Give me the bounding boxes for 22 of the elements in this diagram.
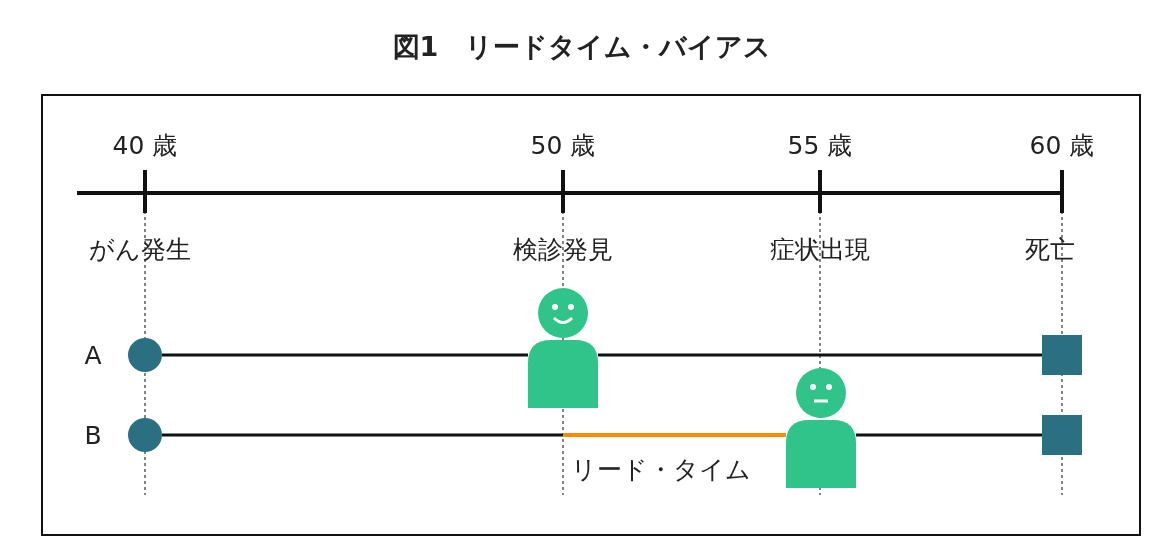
timeline-line (162, 353, 528, 357)
age-label: 50 歳 (530, 133, 596, 158)
smiling-person-icon (528, 288, 598, 408)
row-label: B (84, 423, 102, 448)
event-label: 死亡 (1025, 237, 1075, 262)
timeline-line (856, 433, 1042, 437)
event-label: 症状出現 (770, 237, 870, 262)
end-square (1042, 335, 1082, 375)
age-label: 40 歳 (112, 133, 178, 158)
figure-title: 図1 リードタイム・バイアス (392, 33, 772, 60)
neutral-person-icon (786, 368, 856, 488)
edge-label: リード・タイム (571, 457, 751, 482)
timeline-line (598, 353, 1042, 357)
age-label: 55 歳 (787, 133, 853, 158)
start-dot (128, 418, 162, 452)
event-label: 検診発見 (513, 237, 613, 262)
end-square (1042, 415, 1082, 455)
age-label: 60 歳 (1029, 133, 1095, 158)
event-label: がん発生 (89, 237, 191, 262)
start-dot (128, 338, 162, 372)
row-label: A (84, 343, 102, 368)
timeline-line (563, 433, 786, 437)
